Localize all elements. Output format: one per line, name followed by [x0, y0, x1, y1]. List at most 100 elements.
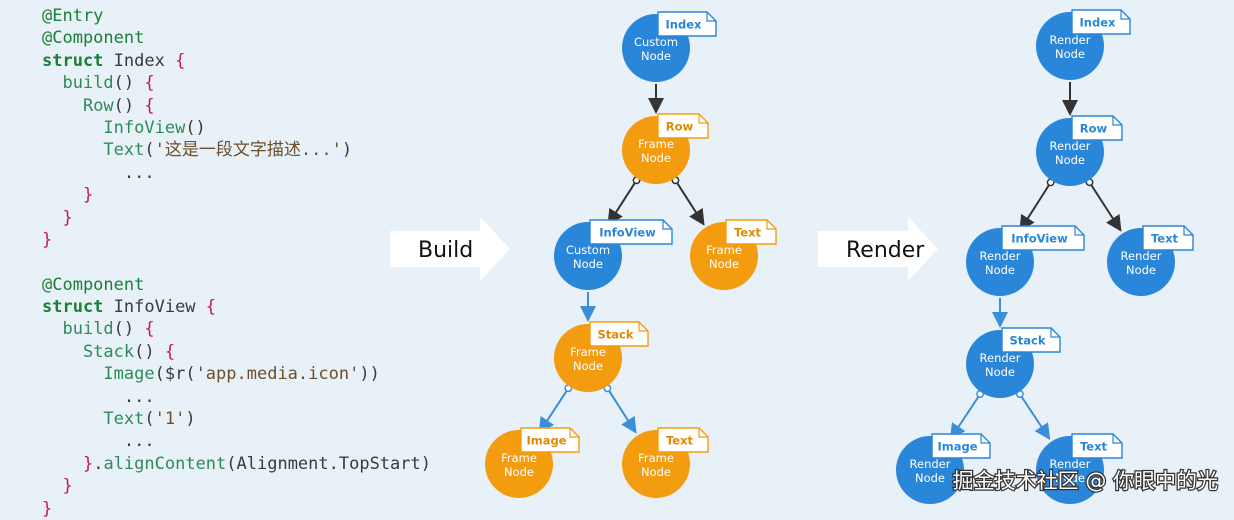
watermark-text: 掘金技术社区 @ 你眼中的光 [953, 469, 1218, 493]
code-token: '这是一段文字描述...' [154, 140, 342, 161]
code-token: ( [144, 140, 155, 161]
render-arrow-label: Render [846, 238, 925, 263]
code-token: { [164, 341, 176, 362]
code-line: Text('1') [42, 408, 431, 430]
tag-box [1142, 225, 1194, 251]
node-tag-label: Image [937, 440, 977, 454]
node-label-line1: Custom [634, 35, 678, 49]
node-tag-label: Image [526, 434, 566, 448]
code-token: { [144, 95, 155, 116]
code-token: '1' [154, 409, 186, 430]
code-token: @Entry [42, 6, 104, 26]
code-token: (Alignment.TopStart) [226, 453, 431, 474]
node-label-line1: Frame [501, 451, 537, 465]
node-label-line1: Render [980, 351, 1021, 365]
node-label-line1: Render [1050, 457, 1091, 471]
build-arrow: Build [390, 217, 510, 281]
code-token: Stack [82, 341, 135, 362]
code-token: Row [82, 95, 114, 116]
tag-fold [662, 220, 672, 230]
code-token: } [82, 453, 94, 474]
tag-box [520, 427, 580, 453]
node-tag-label: Text [734, 226, 762, 240]
node-label-line2: Node [641, 49, 671, 63]
node-tag-label: Stack [1009, 334, 1045, 348]
tag-fold [706, 12, 716, 22]
code-token: alignContent [103, 453, 227, 474]
node-label-line2: Node [573, 359, 603, 373]
code-token: () [113, 73, 145, 94]
node-tag: InfoView [589, 219, 673, 245]
build-arrow-label: Build [418, 238, 473, 263]
tag-box [589, 219, 673, 245]
code-token: build [62, 319, 114, 340]
node-tag: Index [657, 11, 717, 37]
code-token: Index [103, 50, 176, 71]
node-tag: Text [1142, 225, 1194, 251]
code-token: Text [103, 409, 145, 430]
node-tag-label: InfoView [599, 226, 656, 240]
code-token: { [144, 73, 155, 94]
node-tag-label: Text [666, 434, 694, 448]
code-token: { [144, 319, 155, 340]
node-tag: Text [657, 427, 709, 453]
code-token: @Component [42, 28, 145, 49]
code-token: ... [42, 386, 155, 407]
tag-fold [569, 428, 579, 438]
code-line: }.alignContent(Alignment.TopStart) [42, 453, 431, 475]
code-line: } [42, 229, 431, 251]
code-line: @Component [42, 27, 431, 49]
code-token: ... [42, 162, 155, 183]
code-token: 'app.media.icon' [195, 364, 360, 385]
code-line: } [42, 207, 431, 229]
code-line: build() { [42, 318, 431, 340]
tag-fold [698, 114, 708, 124]
node-tag: Stack [1001, 327, 1061, 353]
code-line: ... [42, 430, 431, 452]
render-arrow-shape [818, 217, 938, 281]
tag-box [1071, 9, 1131, 35]
code-line: ... [42, 162, 431, 184]
node-tag: Row [1071, 115, 1123, 141]
code-token: Image [103, 364, 155, 385]
tree-edge [606, 387, 637, 434]
node-tag-label: Stack [597, 328, 633, 342]
code-line: } [42, 498, 431, 520]
node-tag: Image [520, 427, 580, 453]
tree-edge [607, 179, 638, 226]
tree-edge [674, 179, 705, 226]
code-token: () [185, 117, 206, 138]
node-label-line2: Node [573, 257, 603, 271]
code-token: InfoView [103, 117, 186, 138]
node-tag-label: Row [666, 120, 694, 134]
code-token: ... [42, 431, 155, 452]
node-label-line2: Node [641, 151, 671, 165]
node-label-line1: Render [1121, 249, 1162, 263]
code-token: ) [341, 140, 353, 161]
tree-edge [1019, 181, 1052, 232]
tag-fold [766, 220, 776, 230]
code-token: } [42, 229, 53, 250]
node-label-line1: Frame [706, 243, 742, 257]
node-tag-label: Text [1080, 440, 1108, 454]
code-line: struct Index { [42, 50, 431, 72]
code-line: Text('这是一段文字描述...') [42, 139, 431, 161]
node-label-line1: Render [910, 457, 951, 471]
code-token: () [113, 95, 145, 116]
node-label-line1: Frame [570, 345, 606, 359]
node-label-line1: Frame [638, 137, 674, 151]
tree-edge [1019, 393, 1051, 440]
node-label-line1: Render [1050, 33, 1091, 47]
node-tag: Image [931, 433, 991, 459]
code-token: () [134, 341, 165, 362]
build-arrow-shape [390, 217, 510, 281]
